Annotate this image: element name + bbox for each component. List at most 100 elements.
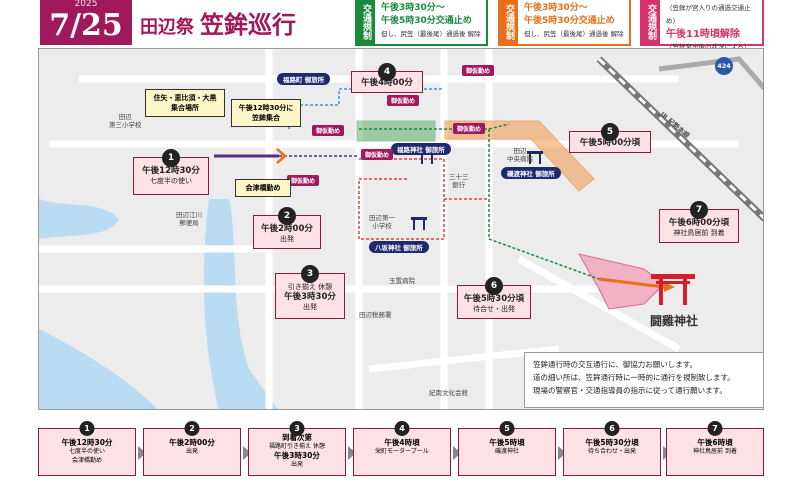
timeline-step-5: 5 午後5時頃 磯渡神社	[458, 421, 556, 476]
stop-number: 6	[485, 277, 503, 295]
dance-label: 御仮勤め	[361, 149, 394, 160]
stop-time: 午後12時30分	[142, 166, 200, 176]
traffic-box-pink: 交通規制 （笠鉾が宮入りの通過交通止め） 午後11時頃解除 （笠鉾宮出後の状況に…	[640, 0, 764, 51]
step-time: 午後6時頃	[697, 438, 733, 447]
date-text: 7/25	[49, 8, 123, 43]
traffic-line2: 午後11時頃解除	[666, 29, 740, 40]
step-time: 午後4時頃	[384, 438, 420, 447]
traffic-tag: 交通規制	[500, 0, 518, 44]
shrine-label: 福路神社 御旅所	[391, 143, 451, 155]
landmark: 三十三 銀行	[449, 173, 469, 189]
step-line3: 出発	[290, 461, 303, 468]
stop-desc: 七度半の使い	[150, 177, 192, 185]
timeline-arrow	[138, 446, 146, 460]
route-stop-3: 3 引き揃え 休憩 午後3時30分 出発	[275, 265, 345, 319]
step-time: 午後12時30分	[61, 438, 113, 447]
step-number: 7	[707, 421, 723, 436]
landmark: 紀南文化会館	[429, 389, 468, 397]
traffic-note: （笠鉾宮出後の状況による）	[666, 43, 751, 51]
callout-bridge: 会津橋勤め	[235, 179, 291, 197]
stop-number: 3	[301, 265, 319, 283]
stop-desc2: 出発	[303, 303, 317, 311]
landmark: 田辺 第三小学校	[109, 113, 142, 129]
step-line2: 午後3時30分	[274, 451, 320, 460]
step-number: 3	[289, 421, 305, 436]
step-number: 5	[499, 421, 515, 436]
step-line1: 磯渡神社	[494, 448, 519, 455]
stop-desc: 出発	[280, 235, 294, 243]
timeline-step-4: 4 午後4時頃 栄町モータープール	[353, 421, 451, 476]
traffic-line2: 午後5時30分交通止め	[381, 16, 472, 26]
year-text: 2025	[74, 0, 98, 9]
landmark: 田辺江川 郵便局	[176, 211, 202, 227]
step-line2: 会津橋勤め	[71, 457, 102, 464]
traffic-tag: 交通規制	[357, 0, 375, 44]
timeline-arrow	[453, 446, 461, 460]
timeline-arrow	[348, 446, 356, 460]
step-number: 6	[604, 421, 620, 436]
step-number: 2	[184, 421, 200, 436]
schedule-timeline: 1 午後12時30分 七度半の使い 会津橋勤め 2 午後2時00分 出発 3 到…	[38, 420, 764, 482]
title-event: 笠鉾巡行	[200, 10, 296, 39]
stop-time: 午後3時30分	[284, 292, 336, 302]
title-place: 田辺祭	[140, 17, 194, 38]
road-number: 424	[715, 57, 733, 75]
notice-line: 笠鉾通行時の交互通行に、御協力お願いします。	[533, 360, 698, 369]
timeline-arrow	[558, 446, 566, 460]
traffic-tag: 交通規制	[642, 0, 660, 44]
stop-number: 1	[162, 149, 180, 167]
step-time: 午後2時00分	[169, 438, 215, 447]
dance-label: 御仮勤め	[287, 175, 320, 186]
route-stop-7: 7 午後6時00分頃 神社鳥居前 到着	[659, 201, 739, 243]
timeline-arrow	[243, 446, 251, 460]
traffic-line1: 午後3時30分〜	[381, 3, 445, 13]
step-line1: 栄町モータープール	[375, 448, 429, 455]
step-number: 4	[394, 421, 410, 436]
traffic-box-green: 交通規制 午後3時30分〜 午後5時30分交通止め 但し、尻笠（最後尾）通過後 …	[355, 0, 488, 46]
stop-time: 午後5時30分頃	[463, 294, 525, 304]
step-line1: 待ち合わせ・出発	[587, 448, 636, 455]
route-stop-4: 4 午後4時00分	[351, 63, 423, 93]
shrine-label: 福路町 御旅所	[277, 73, 331, 85]
stop-number: 2	[278, 207, 296, 225]
step-line1: 福路町引き揃え 休憩	[269, 443, 325, 450]
shrine-label: 八坂神社 御旅所	[369, 241, 429, 253]
step-time: 午後5時頃	[489, 438, 525, 447]
step-number: 1	[79, 421, 95, 436]
timeline-step-2: 2 午後2時00分 出発	[143, 421, 241, 476]
step-line1: 七度半の使い	[68, 448, 105, 455]
dance-label: 御仮勤め	[462, 65, 495, 76]
landmark: 玉置病院	[389, 277, 415, 285]
dance-label: 御仮勤め	[453, 123, 486, 134]
date-badge: 2025 7/25	[40, 0, 132, 45]
callout-assembly: 午後12時30分に 笠鉾集合	[231, 99, 301, 127]
notice-box: 笠鉾通行時の交互通行に、御協力お願いします。 道の細い所は、笠鉾通行時に一時的に…	[524, 352, 764, 408]
timeline-step-3: 3 到着次第 福路町引き揃え 休憩 午後3時30分 出発	[248, 421, 346, 476]
stop-number: 5	[601, 123, 619, 141]
traffic-line1: 午後3時30分〜	[524, 3, 588, 13]
traffic-note: 但し、尻笠（最後尾）通過後 解除	[381, 30, 481, 38]
route-stop-1: 1 午後12時30分 七度半の使い	[133, 149, 209, 195]
step-time: 午後5時30分頃	[585, 438, 639, 447]
stop-number: 7	[690, 201, 708, 219]
route-map[interactable]: 424 JR 紀勢本線 田辺 第三小学校 田辺江川 郵便局 田辺第一 小学校 玉…	[38, 48, 764, 410]
route-stop-5: 5 午後5時00分頃	[569, 123, 651, 153]
callout-gathering: 住矢・恵比須・大黒 集合場所	[145, 89, 225, 117]
shrine-label: 磯渡神社 御旅所	[501, 167, 561, 179]
stop-desc: 神社鳥居前 到着	[673, 229, 725, 237]
shrine-name: 闘雞神社	[650, 314, 699, 328]
notice-line: 現場の警察官・交通指導員の指示に従って通行願います。	[533, 386, 727, 395]
dance-label: 御仮勤め	[312, 125, 345, 136]
route-stop-6: 6 午後5時30分頃 待合せ・出発	[457, 277, 531, 319]
timeline-step-1: 1 午後12時30分 七度半の使い 会津橋勤め	[38, 421, 136, 476]
dance-label: 御仮勤め	[387, 95, 420, 106]
stop-time: 午後5時00分頃	[579, 138, 641, 148]
landmark: 田辺税務署	[359, 311, 392, 319]
landmark: 田辺 中央病院	[507, 147, 533, 163]
page-title: 田辺祭笠鉾巡行	[140, 5, 296, 40]
traffic-line2: 午後5時30分交通止め	[524, 16, 615, 26]
traffic-note: 但し、尻笠（最後尾）通過後 解除	[524, 30, 624, 38]
timeline-step-6: 6 午後5時30分頃 待ち合わせ・出発	[563, 421, 661, 476]
stop-desc: 待合せ・出発	[473, 305, 515, 313]
step-line1: 出発	[185, 448, 198, 455]
